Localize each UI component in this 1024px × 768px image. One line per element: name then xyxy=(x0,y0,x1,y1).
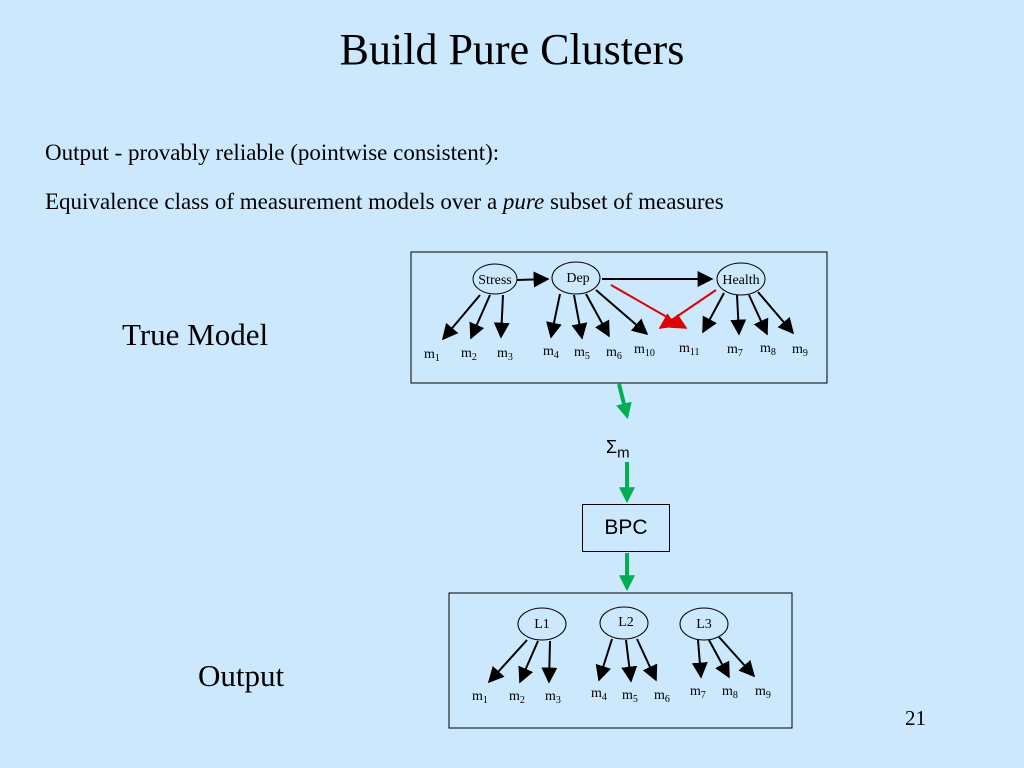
edge-l3-m8 xyxy=(708,639,730,679)
edge-stress-m1 xyxy=(441,294,481,341)
output-label: Output xyxy=(198,658,285,693)
bpc-label: BPC xyxy=(604,516,648,539)
edge-l3-m9 xyxy=(718,636,756,678)
equivalence-text-b: subset of measures xyxy=(544,189,724,214)
measure-label: m6 xyxy=(654,688,670,705)
sigma-subscript: m xyxy=(617,444,630,462)
edge-health-m10-impure xyxy=(658,289,717,329)
edge-stress-m2 xyxy=(469,294,491,340)
latent-node-dep: Dep xyxy=(551,261,601,295)
true-measure-labels: m1 m2 m3 m4 m5 m6 m10 m11 m7 m8 m9 xyxy=(424,341,808,364)
edge-dep-m4 xyxy=(546,293,562,339)
measure-label: m8 xyxy=(722,684,738,701)
measure-label: m8 xyxy=(760,341,776,358)
measure-label: m11 xyxy=(679,341,700,358)
edge-stress-m3 xyxy=(493,294,510,339)
measure-label: m4 xyxy=(543,344,559,361)
measure-label: m3 xyxy=(497,346,513,363)
measure-label: m1 xyxy=(424,347,440,364)
output-description: Output - provably reliable (pointwise co… xyxy=(45,140,500,165)
latent-node-stress: Stress xyxy=(472,263,518,295)
measure-label: m5 xyxy=(574,345,590,362)
edge-health-m9 xyxy=(757,291,795,335)
latent-label: Stress xyxy=(478,273,511,288)
edge-dep-m5 xyxy=(571,294,588,340)
latent-node-l1: L1 xyxy=(517,607,567,641)
latent-label: L1 xyxy=(534,617,550,632)
page-number: 21 xyxy=(905,706,926,730)
edge-l2-m5 xyxy=(621,639,638,683)
latent-label: L2 xyxy=(618,615,634,630)
measure-label: m10 xyxy=(634,342,655,359)
measure-label: m9 xyxy=(755,684,771,701)
edge-l2-m4 xyxy=(595,638,613,682)
pure-emphasis: pure xyxy=(502,189,545,214)
true-model-label: True Model xyxy=(122,317,269,352)
edge-dep-m6 xyxy=(585,293,610,338)
latent-node-l2: L2 xyxy=(599,606,649,640)
edge-l1-m2 xyxy=(518,640,539,684)
edge-l2-m6 xyxy=(636,638,658,682)
output-model-box xyxy=(448,592,793,729)
measure-label: m2 xyxy=(509,689,525,706)
measure-label: m7 xyxy=(727,342,743,359)
edge-dep-m11-impure xyxy=(610,284,688,329)
bpc-algorithm-box: BPC xyxy=(582,504,670,552)
equivalence-text-a: Equivalence class of measurement models … xyxy=(45,189,503,214)
equivalence-description: Equivalence class of measurement models … xyxy=(45,189,724,215)
sigma-covariance-label: Σm xyxy=(606,437,630,462)
true-model-box xyxy=(410,251,828,384)
latent-label: Health xyxy=(722,273,759,288)
flow-arrow-true-to-sigma xyxy=(616,383,632,420)
measure-label: m3 xyxy=(545,689,561,706)
edge-health-m7 xyxy=(702,292,725,334)
latent-node-health: Health xyxy=(716,262,766,296)
edge-dep-m10 xyxy=(595,289,649,336)
measure-label: m4 xyxy=(591,686,607,703)
measure-label: m1 xyxy=(472,689,488,706)
edge-l3-m7 xyxy=(691,639,708,679)
measure-label: m6 xyxy=(606,345,622,362)
measure-label: m9 xyxy=(792,342,808,359)
edge-l1-m3 xyxy=(541,640,558,684)
latent-node-l3: L3 xyxy=(679,607,729,641)
edge-l1-m1 xyxy=(487,639,528,684)
slide-title: Build Pure Clusters xyxy=(339,25,685,74)
measure-label: m2 xyxy=(461,346,477,363)
output-measure-labels: m1 m2 m3 m4 m5 m6 m7 m8 m9 xyxy=(472,684,771,706)
latent-label: L3 xyxy=(696,617,712,632)
measure-label: m7 xyxy=(690,684,706,701)
measure-label: m5 xyxy=(622,688,638,705)
sigma-symbol: Σ xyxy=(606,437,618,457)
latent-label: Dep xyxy=(566,271,589,286)
edge-stress-dep xyxy=(516,271,550,288)
edge-health-m7b xyxy=(730,294,747,336)
edge-health-m8 xyxy=(748,294,769,336)
